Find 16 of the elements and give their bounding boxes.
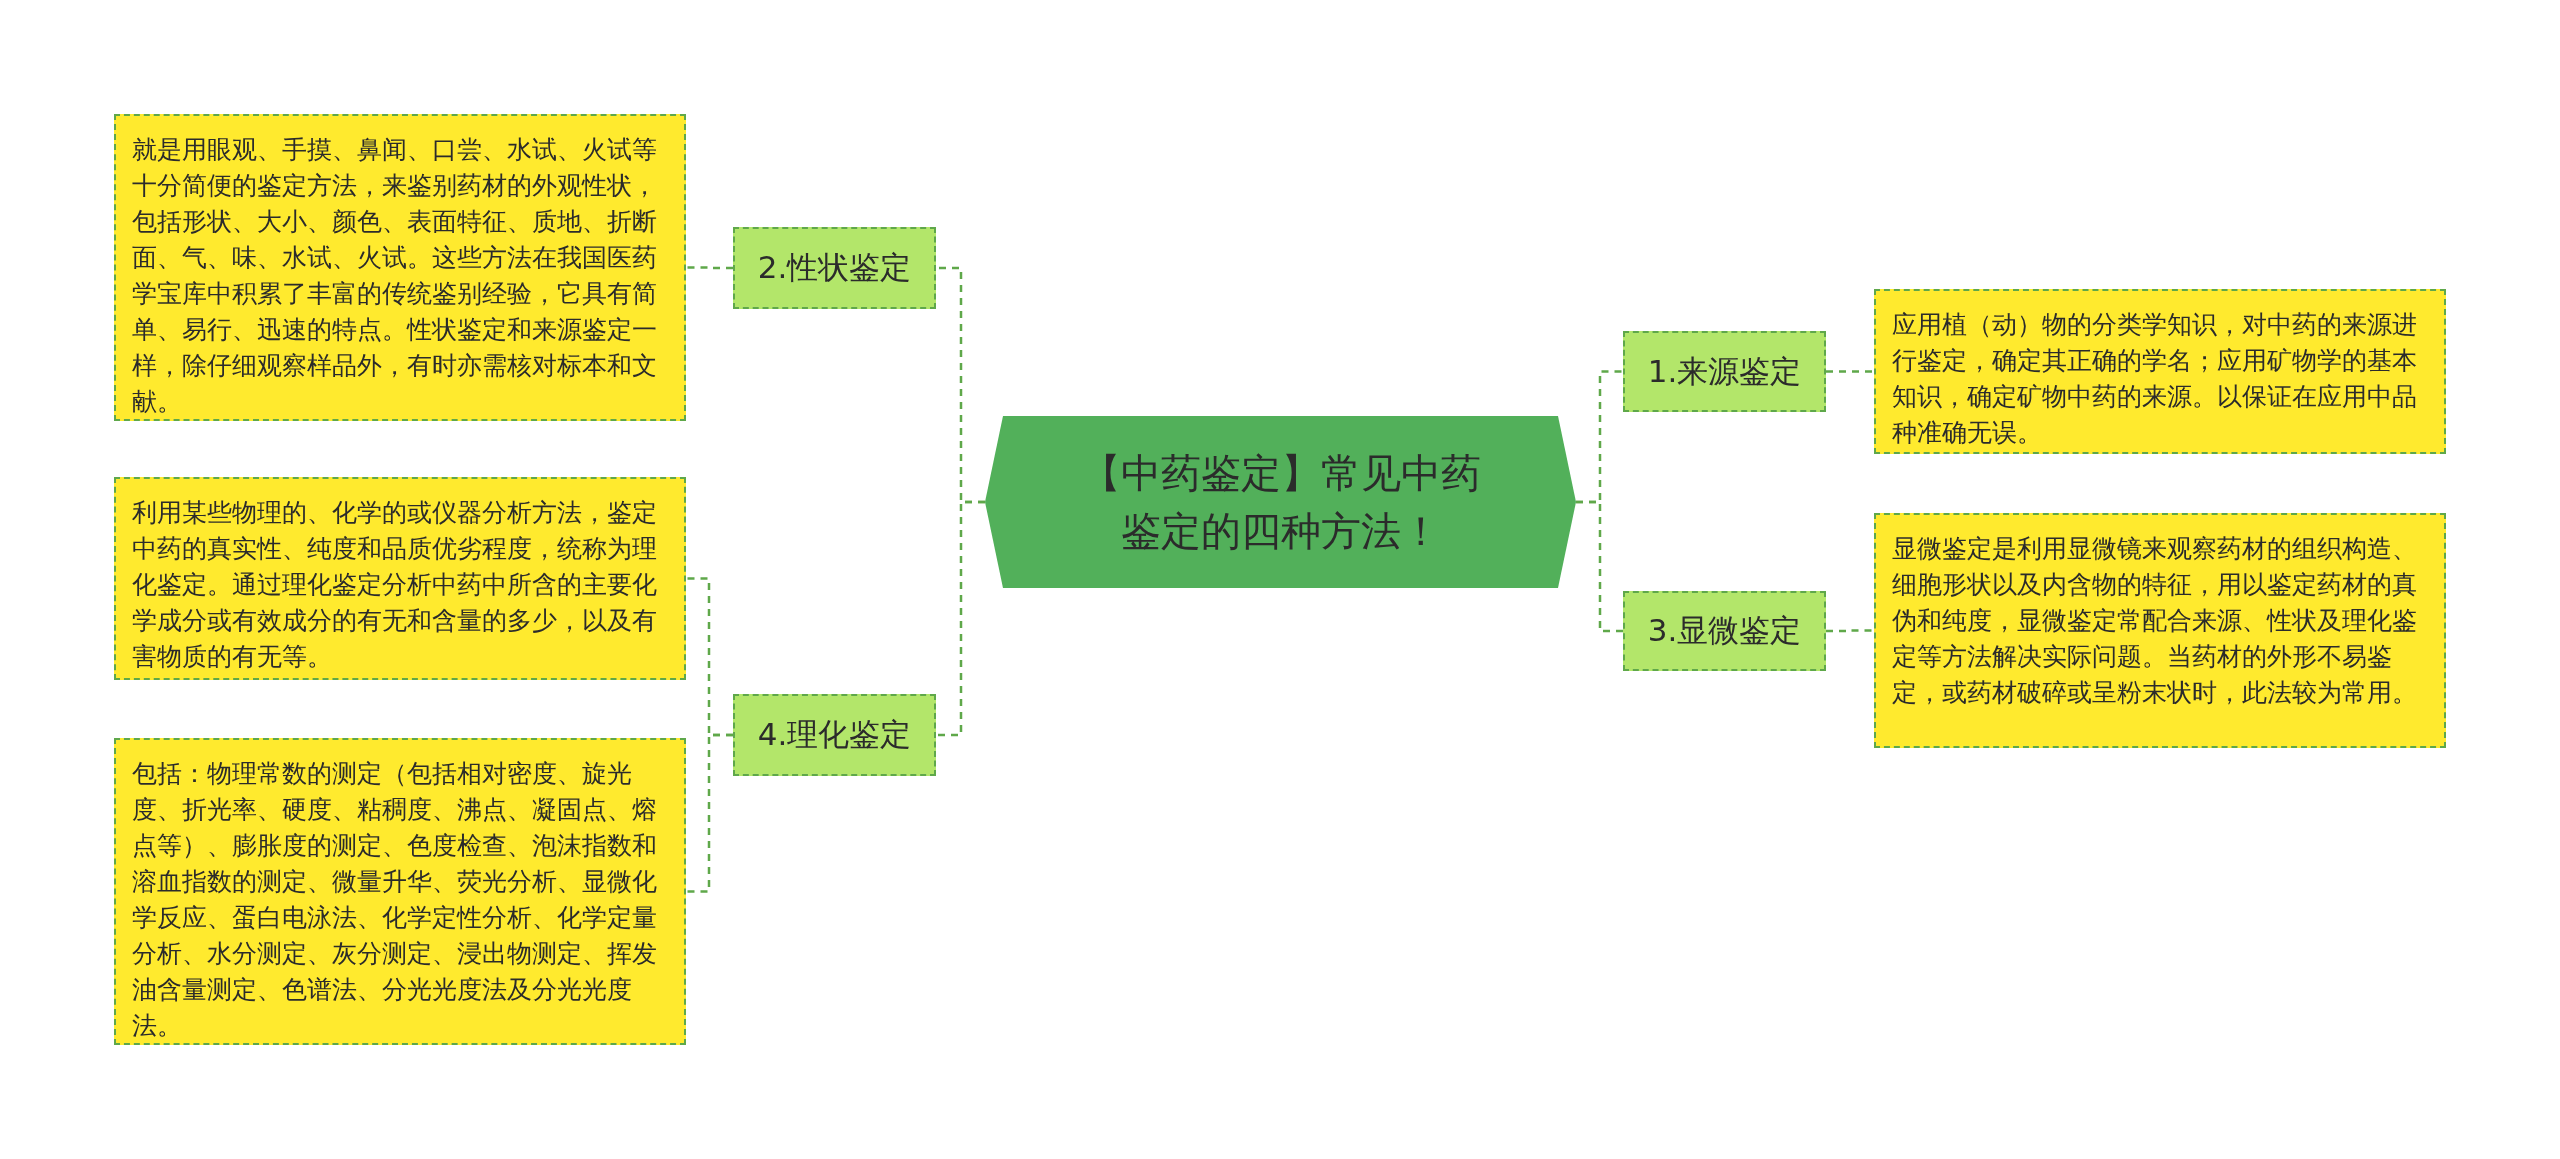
branch-topic: 3.显微鉴定: [1623, 591, 1826, 671]
note-box: 包括：物理常数的测定（包括相对密度、旋光度、折光率、硬度、粘稠度、沸点、凝固点、熔点等）、膨胀度的测定、色度检查、泡沫指数和溶血指数的测定、微量升华、荧光分析、显微化学反应、蛋白电泳法、化学定性分析、化学定量分析、水分测定、灰分测定、浸出物测定、挥发油含量测定、色谱法、分光光度法及分光光度法。: [114, 738, 686, 1045]
connector-line: [1826, 370, 1874, 373]
connector-line: [686, 733, 733, 893]
connector-line: [1826, 629, 1874, 633]
connector-line: [686, 266, 733, 270]
note-box: 应用植（动）物的分类学知识，对中药的来源进行鉴定，确定其正确的学名；应用矿物学的基本知识，确定矿物中药的来源。以保证在应用中品种准确无误。: [1874, 289, 2446, 454]
connector-line: [1576, 500, 1623, 633]
branch-topic: 2.性状鉴定: [733, 227, 936, 309]
note-box: 就是用眼观、手摸、鼻闻、口尝、水试、火试等十分简便的鉴定方法，来鉴别药材的外观性状，包括形状、大小、颜色、表面特征、质地、折断面、气、味、水试、火试。这些方法在我国医药学宝库中积累了丰富的传统鉴别经验，它具有简单、易行、迅速的特点。性状鉴定和来源鉴定一样，除仔细观察样品外，有时亦需核对标本和文献。: [114, 114, 686, 421]
note-box: 利用某些物理的、化学的或仪器分析方法，鉴定中药的真实性、纯度和品质优劣程度，统称为理化鉴定。通过理化鉴定分析中药中所含的主要化学成分或有效成分的有无和含量的多少，以及有害物质的有无等。: [114, 477, 686, 680]
connector-line: [936, 500, 985, 737]
note-box: 显微鉴定是利用显微镜来观察药材的组织构造、细胞形状以及内含物的特征，用以鉴定药材的真伪和纯度，显微鉴定常配合来源、性状及理化鉴定等方法解决实际问题。当药材的外形不易鉴定，或药材破碎或呈粉末状时，此法较为常用。: [1874, 513, 2446, 748]
central-topic: 【中药鉴定】常见中药鉴定的四种方法！: [985, 416, 1576, 588]
branch-topic: 1.来源鉴定: [1623, 331, 1826, 412]
branch-topic: 4.理化鉴定: [733, 694, 936, 776]
